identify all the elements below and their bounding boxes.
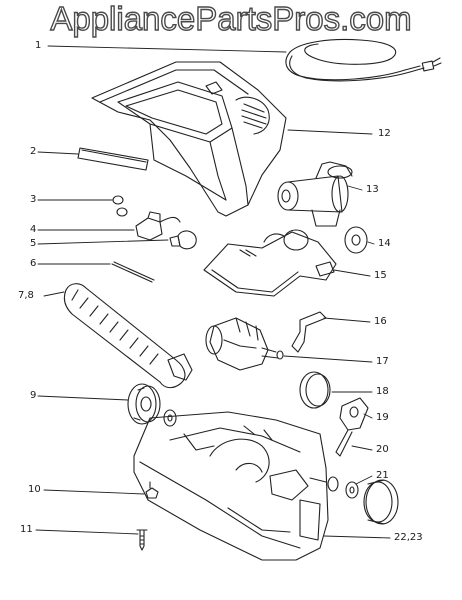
callout-7-8: 7,8: [18, 290, 34, 301]
callout-16: 16: [374, 316, 387, 327]
nozzle-elbow: [277, 161, 353, 227]
callout-4: 4: [30, 224, 37, 235]
callout-22-23: 22,23: [394, 532, 423, 543]
callout-2: 2: [30, 146, 37, 157]
wheel-cap: [363, 479, 399, 525]
leader-lines: [35, 45, 391, 539]
bumper-strip: [77, 147, 149, 171]
watermark-logo: AppliancePartsPros.com: [50, 0, 413, 38]
callout-1: 1: [35, 40, 42, 51]
callout-15: 15: [374, 270, 387, 281]
belt: [299, 371, 331, 409]
base-plate: [203, 229, 337, 297]
callout-20: 20: [376, 444, 389, 455]
bracket: [291, 311, 327, 353]
callout-19: 19: [376, 412, 389, 423]
washer: [344, 226, 368, 254]
rod: [111, 261, 155, 283]
brush-roll: [63, 283, 193, 389]
power-cord: [285, 39, 442, 82]
callout-13: 13: [366, 184, 379, 195]
callout-18: 18: [376, 386, 389, 397]
callout-14: 14: [378, 238, 391, 249]
callout-21: 21: [376, 470, 389, 481]
callout-17: 17: [376, 356, 389, 367]
small-ring: [345, 481, 359, 499]
pin: [335, 429, 353, 457]
callout-9: 9: [30, 390, 37, 401]
motor: [205, 317, 284, 371]
small-feet: [112, 195, 128, 217]
callout-3: 3: [30, 194, 37, 205]
hood-cover: [91, 61, 287, 217]
pedal: [339, 397, 369, 431]
callout-11: 11: [20, 524, 33, 535]
callout-12: 12: [378, 128, 391, 139]
base-pan: [133, 411, 339, 561]
callout-5: 5: [30, 238, 37, 249]
clip: [145, 481, 159, 499]
callout-6: 6: [30, 258, 37, 269]
light-socket: [135, 211, 181, 241]
screw: [136, 529, 148, 551]
wheel: [127, 383, 177, 427]
light-bulb: [169, 230, 197, 250]
callout-10: 10: [28, 484, 41, 495]
